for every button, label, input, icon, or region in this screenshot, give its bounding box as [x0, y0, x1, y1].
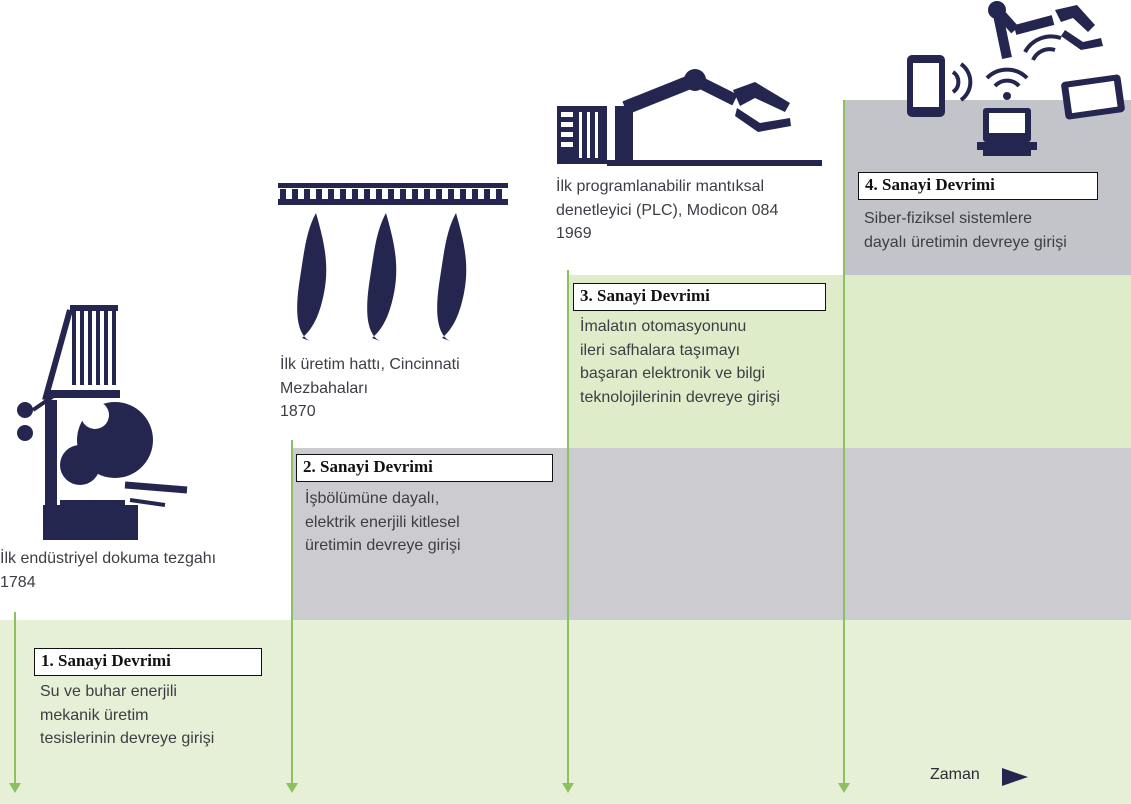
stage4-title: 4. Sanayi Devrimi	[858, 172, 1098, 200]
timeline-arrow-1	[9, 783, 21, 793]
stage3-caption: İlk programlanabilir mantıksal denetleyi…	[556, 178, 779, 242]
stage3-description: İmalatın otomasyonunu ileri safhalara ta…	[580, 318, 781, 406]
stage2-description: İşbölümüne dayalı, elektrik enerjili kit…	[305, 490, 461, 554]
play-arrow-icon	[1002, 768, 1028, 786]
timeline-line-3	[567, 270, 569, 787]
stage4-description: Siber-fiziksel sistemlere dayalı üretimi…	[864, 210, 1067, 251]
stage2-title: 2. Sanayi Devrimi	[296, 454, 553, 482]
timeline-arrow-3	[562, 783, 574, 793]
plc-robot-arm-icon	[557, 69, 822, 166]
loom-icon	[17, 305, 188, 540]
connected-devices-icon	[907, 1, 1125, 156]
stage3-title: 3. Sanayi Devrimi	[573, 283, 826, 311]
conveyor-carcass-icon	[278, 183, 508, 341]
stage2-caption: İlk üretim hattı, Cincinnati Mezbahaları…	[280, 356, 460, 420]
timeline-line-1	[14, 612, 16, 787]
stage1-caption: İlk endüstriyel dokuma tezgahı 1784	[0, 550, 217, 591]
stage1-description: Su ve buhar enerjili mekanik üretim tesi…	[40, 683, 215, 747]
timeline-line-2	[291, 440, 293, 787]
timeline-line-4	[843, 100, 845, 787]
timeline-arrow-2	[286, 783, 298, 793]
timeline-arrow-4	[838, 783, 850, 793]
stage1-title: 1. Sanayi Devrimi	[34, 648, 262, 676]
time-label: Zaman	[930, 766, 980, 783]
